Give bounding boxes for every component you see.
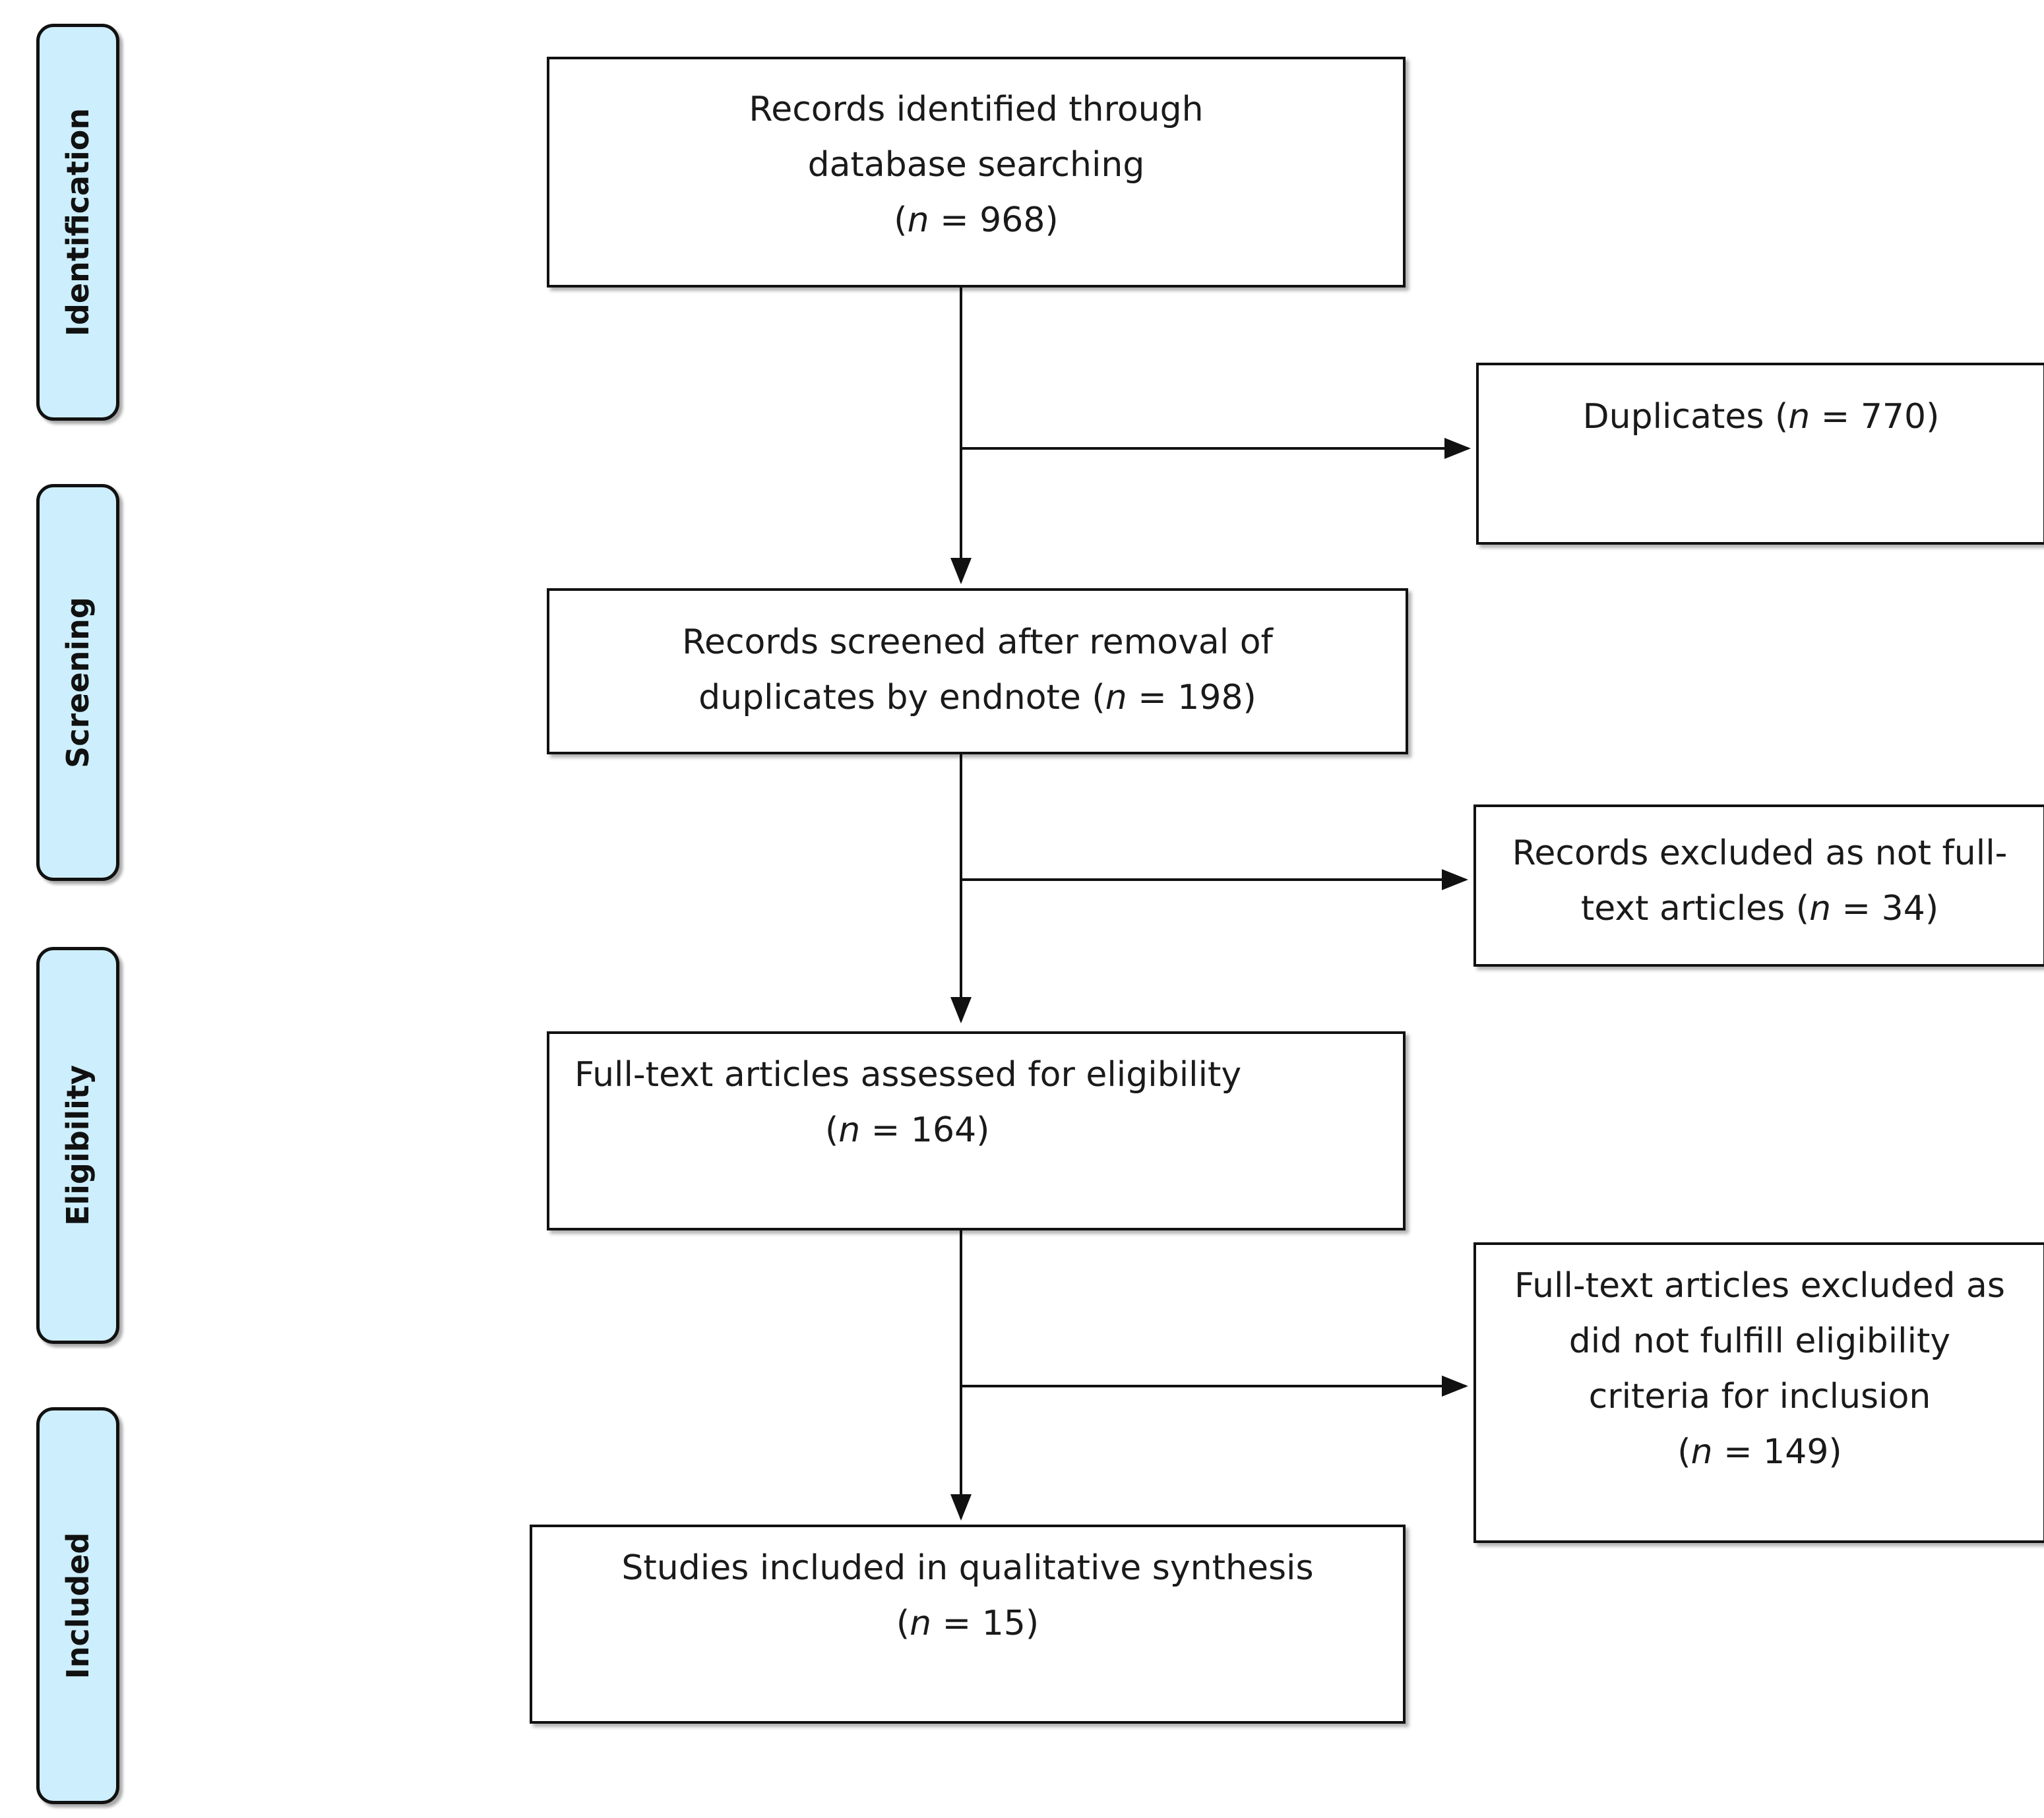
studies-included-count: (n = 15): [896, 1604, 1039, 1643]
records-screened-line2: duplicates by endnote (n = 198): [698, 678, 1256, 717]
studies-included-box: Studies included in qualitative synthesi…: [530, 1525, 1406, 1724]
stage-label: Eligibility: [60, 1065, 96, 1226]
duplicates-text: Duplicates (n = 770): [1582, 397, 1940, 437]
studies-included-line1: Studies included in qualitative synthesi…: [621, 1548, 1314, 1588]
records-screened-box: Records screened after removal of duplic…: [547, 588, 1408, 754]
stage-label: Included: [60, 1532, 96, 1680]
records-excluded-line1: Records excluded as not full-: [1512, 833, 2008, 873]
duplicates-box: Duplicates (n = 770): [1476, 363, 2044, 545]
records-identified-box: Records identified through database sear…: [547, 57, 1406, 288]
stage-included: Included: [36, 1407, 119, 1804]
records-screened-line1: Records screened after removal of: [682, 622, 1273, 662]
records-identified-count: (n = 968): [894, 200, 1059, 240]
records-excluded-box: Records excluded as not full- text artic…: [1473, 804, 2044, 967]
stage-label: Screening: [60, 597, 96, 768]
fulltext-excluded-line2: did not fulfill eligibility: [1568, 1321, 1951, 1361]
records-identified-line2: database searching: [807, 145, 1145, 185]
fulltext-excluded-line3: criteria for inclusion: [1588, 1377, 1931, 1416]
fulltext-excluded-count: (n = 149): [1677, 1432, 1842, 1472]
fulltext-assessed-count: (n = 164): [825, 1110, 990, 1150]
records-excluded-line2: text articles (n = 34): [1580, 889, 1939, 928]
fulltext-excluded-box: Full-text articles excluded as did not f…: [1473, 1242, 2044, 1543]
fulltext-excluded-line1: Full-text articles excluded as: [1514, 1266, 2005, 1306]
records-identified-line1: Records identified through: [749, 90, 1204, 129]
stage-label: Identification: [60, 107, 96, 337]
stage-screening: Screening: [36, 484, 119, 881]
stage-identification: Identification: [36, 24, 119, 421]
fulltext-assessed-box: Full-text articles assessed for eligibil…: [547, 1031, 1406, 1230]
fulltext-assessed-line1: Full-text articles assessed for eligibil…: [574, 1055, 1242, 1095]
stage-eligibility: Eligibility: [36, 947, 119, 1344]
